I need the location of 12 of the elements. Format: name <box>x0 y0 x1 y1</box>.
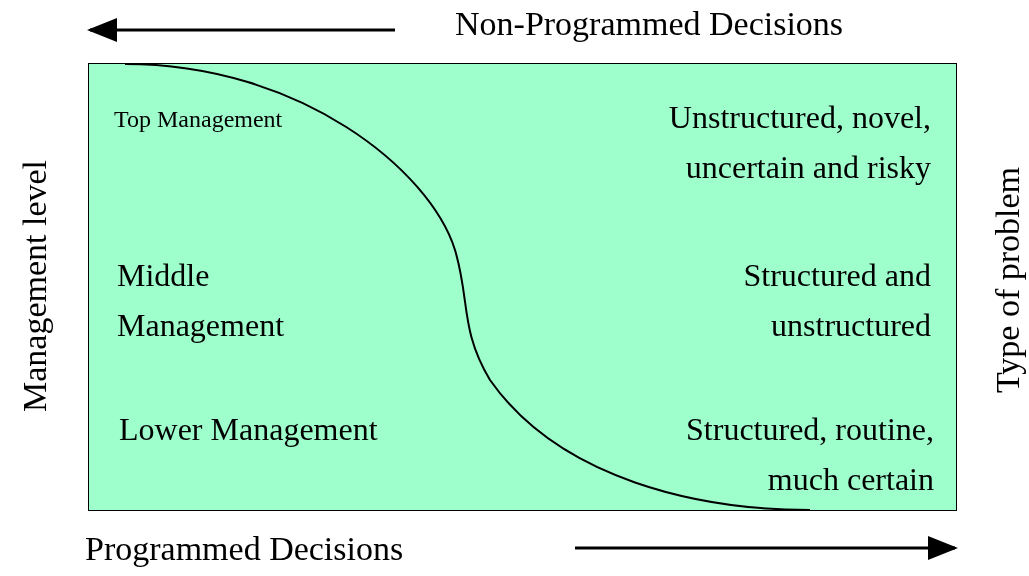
management-level-band <box>88 63 957 219</box>
level-label: Middle Management <box>117 256 286 345</box>
problem-type-text: Unstructured, novel, uncertain and risky <box>667 98 931 187</box>
problem-type-text: Structured and unstructured <box>742 256 931 345</box>
axis-label: Non-Programmed Decisions <box>455 5 844 43</box>
level-label: Lower Management <box>119 410 379 449</box>
axis-label: Management level <box>16 159 54 413</box>
problem-type-text: Structured, routine, much certain <box>685 410 934 499</box>
axis-label: Type of problem <box>989 166 1027 394</box>
management-level-band <box>88 367 957 511</box>
level-label: Top Management <box>114 105 284 134</box>
axis-label: Programmed Decisions <box>85 530 404 568</box>
